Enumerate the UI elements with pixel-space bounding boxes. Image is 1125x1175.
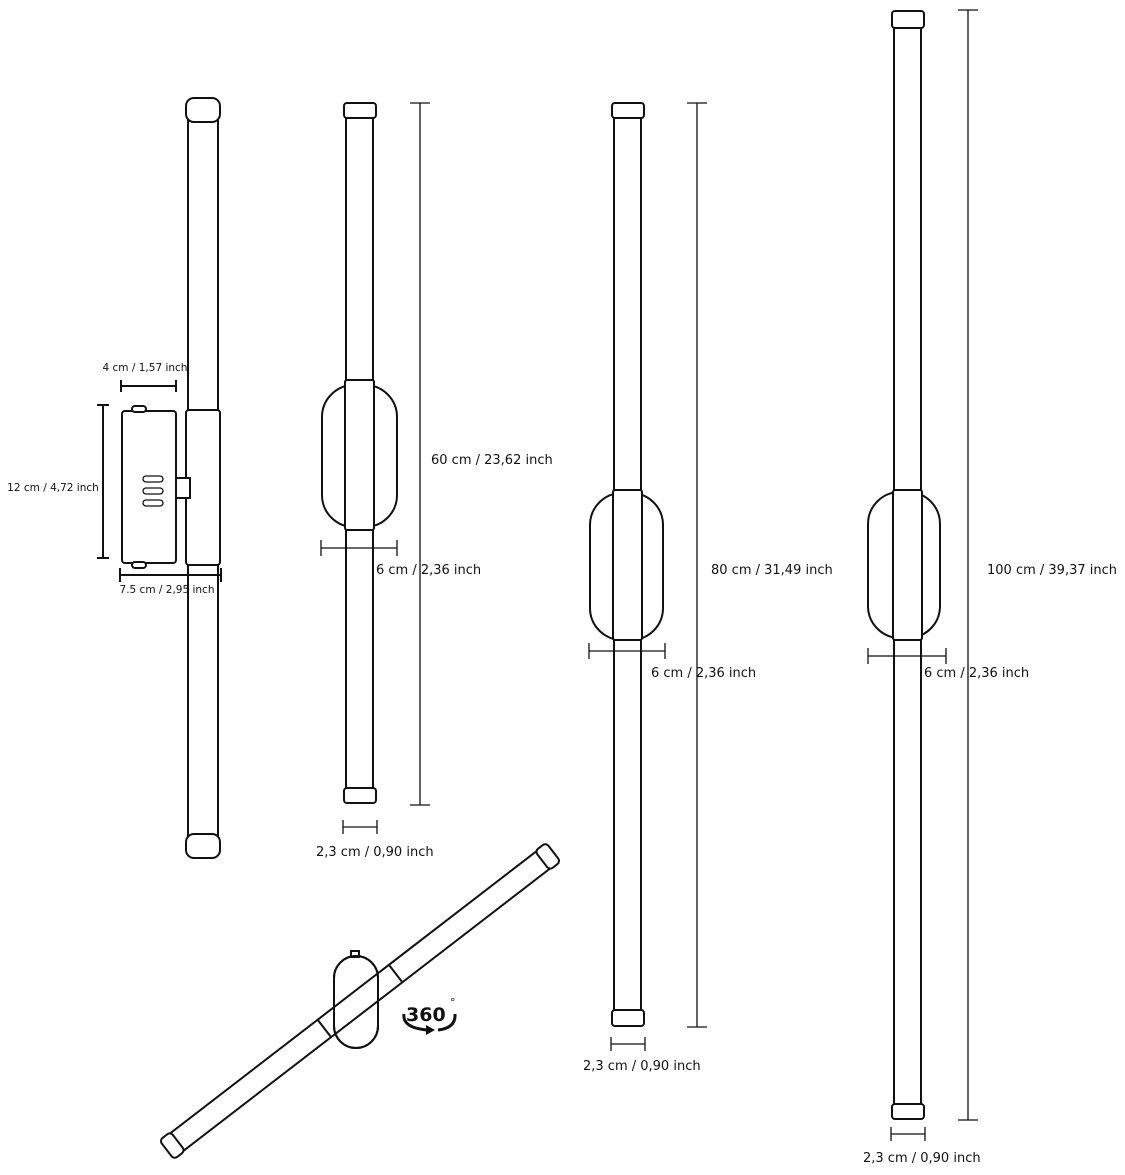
depth-label: 4 cm / 1,57 inch — [103, 362, 188, 374]
mount-width-label: 6 cm / 2,36 inch — [651, 666, 756, 681]
projection-label: 7.5 cm / 2,95 inch — [120, 584, 215, 596]
lamp-80cm: 80 cm / 31,49 inch 6 cm / 2,36 inch 2,3 … — [583, 102, 833, 1074]
lamp-100cm: 100 cm / 39,37 inch 6 cm / 2,36 inch 2,3… — [863, 9, 1117, 1166]
length-label: 80 cm / 31,49 inch — [711, 563, 833, 578]
length-label: 100 cm / 39,37 inch — [987, 563, 1117, 578]
rotation-label: 360 — [406, 1004, 446, 1026]
rotation-degree: ° — [450, 996, 456, 1009]
mount-width-label: 6 cm / 2,36 inch — [924, 666, 1029, 681]
length-label: 60 cm / 23,62 inch — [431, 453, 553, 468]
side-view-lamp: 4 cm / 1,57 inch 12 cm / 4,72 inch 7.5 c… — [7, 97, 222, 859]
tube-diameter-label: 2,3 cm / 0,90 inch — [583, 1059, 701, 1074]
tube-diameter-label: 2,3 cm / 0,90 inch — [863, 1151, 981, 1166]
height-label: 12 cm / 4,72 inch — [7, 482, 99, 494]
tube-diameter-label: 2,3 cm / 0,90 inch — [316, 845, 434, 860]
rotated-lamp-view — [159, 843, 561, 1159]
mount-width-label: 6 cm / 2,36 inch — [376, 563, 481, 578]
lamp-60cm: 60 cm / 23,62 inch 6 cm / 2,36 inch 2,3 … — [316, 102, 553, 860]
rotate-360-icon: 360 ° — [402, 996, 457, 1035]
